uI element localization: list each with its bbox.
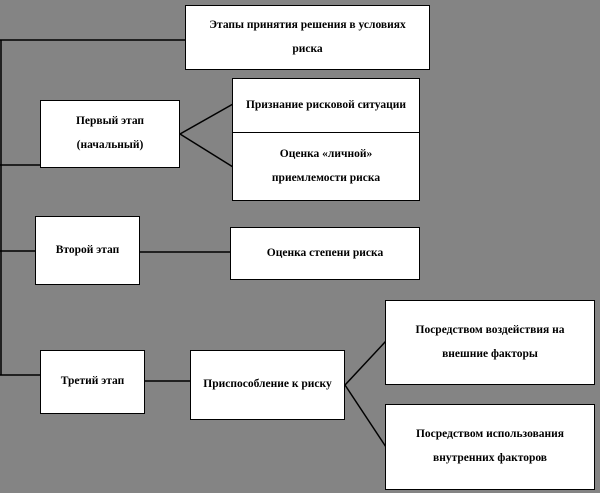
box-title-label: Этапы принятия решения в условиях риска xyxy=(209,18,406,55)
box-personal-acceptability: Оценка «личной» приемлемости риска xyxy=(232,132,420,201)
box-adaptation: Приспособление к риску xyxy=(190,350,345,420)
box-risk-degree: Оценка степени риска xyxy=(230,227,420,280)
connector-stage1-to-personal xyxy=(179,133,234,168)
box-stage1: Первый этап (начальный) xyxy=(40,100,180,168)
box-stage1-label: Первый этап (начальный) xyxy=(75,115,145,151)
box-title: Этапы принятия решения в условиях риска xyxy=(185,5,430,70)
box-external-factors: Посредством воздействия на внешние факто… xyxy=(385,300,595,385)
connector-stage1-to-recognition xyxy=(179,103,234,135)
box-internal-factors: Посредством использования внутренних фак… xyxy=(385,404,595,490)
box-risk-degree-label: Оценка степени риска xyxy=(266,246,384,259)
box-recognition: Признание рисковой ситуации xyxy=(232,78,420,133)
box-stage3: Третий этап xyxy=(40,350,145,414)
box-stage2-label: Второй этап xyxy=(55,243,120,256)
box-personal-acceptability-label: Оценка «личной» приемлемости риска xyxy=(271,147,381,184)
box-adaptation-label: Приспособление к риску xyxy=(203,378,332,391)
connector-adaptation-to-external xyxy=(344,340,387,386)
box-internal-factors-label: Посредством использования внутренних фак… xyxy=(415,428,565,464)
connector-adaptation-to-internal xyxy=(344,384,387,448)
box-recognition-label: Признание рисковой ситуации xyxy=(245,98,407,111)
box-stage2: Второй этап xyxy=(35,216,140,285)
box-external-factors-label: Посредством воздействия на внешние факто… xyxy=(415,323,565,360)
box-stage3-label: Третий этап xyxy=(60,375,125,388)
